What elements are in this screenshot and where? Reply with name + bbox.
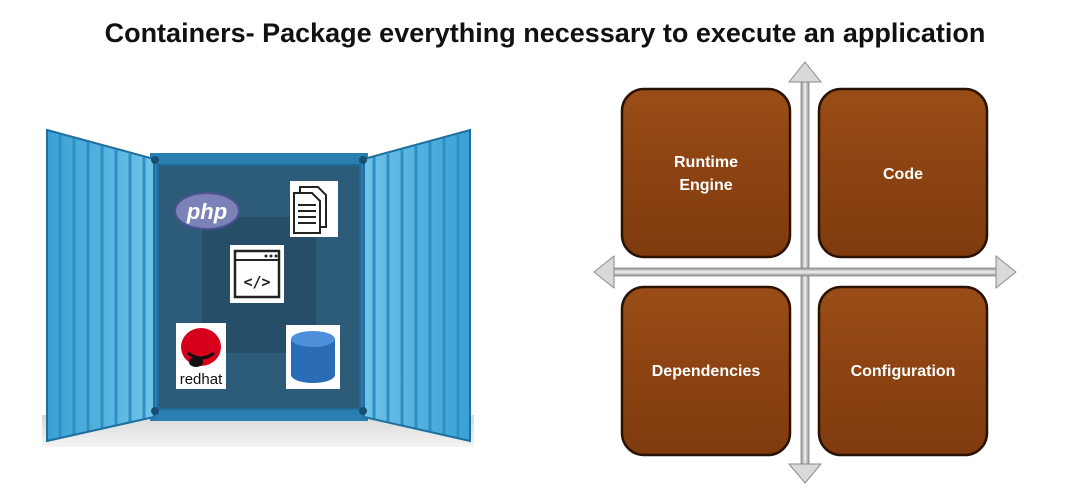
database-icon <box>286 325 340 389</box>
shipping-container-illustration: php </> redhat <box>42 128 474 447</box>
box-label-runtime: Runtime <box>674 154 738 171</box>
svg-text:</>: </> <box>243 273 270 291</box>
code-window-icon: </> <box>230 245 284 303</box>
quadrant-box-code: Code <box>817 87 989 259</box>
redhat-logo: redhat <box>176 323 226 389</box>
horizontal-axis-arrow <box>593 254 1017 290</box>
svg-text:redhat: redhat <box>180 371 223 388</box>
box-label-engine: Engine <box>679 177 732 194</box>
box-label-code: Code <box>883 166 923 183</box>
quadrant-box-dependencies: Dependencies <box>620 285 792 457</box>
quadrant-box-configuration: Configuration <box>817 285 989 457</box>
svg-text:php: php <box>186 199 227 224</box>
php-logo: php <box>174 192 240 230</box>
box-label-configuration: Configuration <box>851 363 956 380</box>
quadrant-diagram: Runtime Engine Code Dependencies Configu… <box>593 61 1017 484</box>
box-label-dependencies: Dependencies <box>652 363 761 380</box>
page-title: Containers- Package everything necessary… <box>104 18 986 48</box>
quadrant-box-runtime-engine: Runtime Engine <box>620 87 792 259</box>
document-icon <box>290 181 338 237</box>
